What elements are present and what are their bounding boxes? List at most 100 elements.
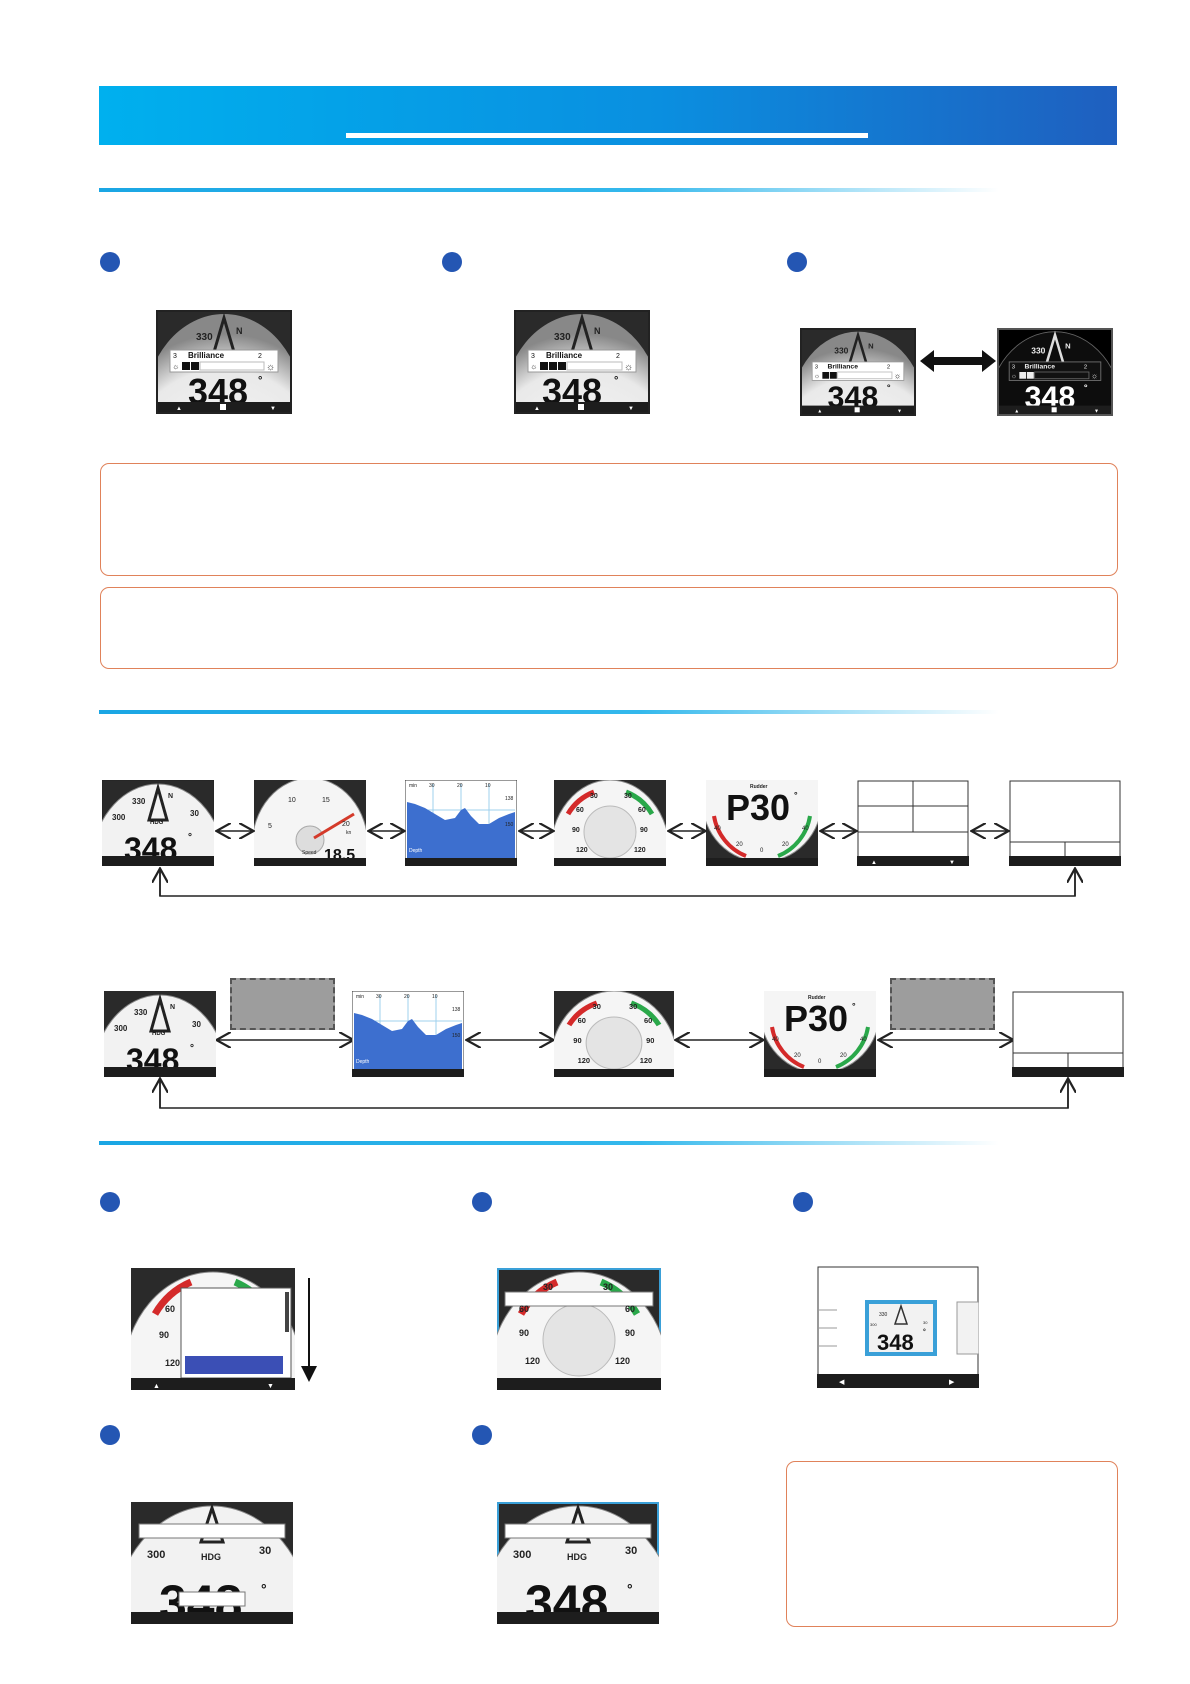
- wind-tick: 30: [629, 1002, 637, 1011]
- brilliance-icon[interactable]: [854, 407, 860, 413]
- heading-readout: 348: [877, 1330, 914, 1355]
- compass-label-330: 330: [834, 346, 848, 356]
- wind-tick: 90: [640, 827, 648, 834]
- wind-gauge-screen: 30 30 60 60 90 90 120 120: [549, 990, 679, 1140]
- triangle-left-icon[interactable]: ◀: [839, 1379, 845, 1386]
- compass-label-300: 300: [112, 813, 126, 822]
- wind-tick: 90: [159, 1330, 169, 1340]
- compass-label-330: 330: [134, 1008, 148, 1017]
- degree-symbol: °: [614, 375, 618, 387]
- page-wind-2[interactable]: 30 30 60 60 90 90 120 120: [549, 990, 679, 1140]
- degree-symbol: °: [258, 375, 262, 387]
- rudder-title: Rudder: [750, 784, 768, 790]
- dialog-button[interactable]: [178, 1591, 246, 1607]
- triangle-down-icon[interactable]: ▼: [949, 860, 955, 866]
- compass-label-30: 30: [259, 1545, 271, 1557]
- rudder-tick: 20: [736, 842, 743, 848]
- sun-small-icon: ☼: [530, 362, 537, 371]
- speed-tick: 10: [288, 797, 296, 804]
- compass-label-30: 30: [923, 1320, 928, 1325]
- triangle-down-icon[interactable]: ▼: [270, 406, 276, 412]
- triangle-down-icon[interactable]: ▼: [628, 406, 634, 412]
- page-selector-screen: 330 300 30 348 ° ◀ ▶: [817, 1266, 980, 1388]
- note-box-2: [100, 587, 1118, 669]
- rudder-tick: 40: [772, 1037, 779, 1043]
- wind-menu-screen: 60 90 120 ▲ ▼: [122, 1268, 304, 1485]
- depth-tick: min: [356, 994, 364, 1000]
- brilliance-icon[interactable]: [220, 404, 226, 410]
- wind-tick: 120: [525, 1356, 540, 1366]
- scroll-down-arrow-icon: [301, 1278, 317, 1382]
- section-rule-pages: [99, 710, 999, 714]
- compass-hdg-screen: 330 N 300 30 HDG 348 °: [91, 991, 229, 1168]
- wind-tick: 60: [578, 1016, 586, 1025]
- brilliance-left-value: 3: [815, 365, 819, 371]
- degree-symbol: °: [852, 1001, 856, 1011]
- triangle-right-icon[interactable]: ▶: [949, 1379, 955, 1386]
- brilliance-icon[interactable]: [1051, 407, 1057, 413]
- brilliance-right-value: 2: [258, 353, 262, 360]
- rudder-readout: P30: [784, 998, 848, 1039]
- note-box-1: [100, 463, 1118, 576]
- brilliance-label: Brilliance: [1024, 364, 1055, 371]
- page-multi-data[interactable]: ▲ ▼: [857, 780, 969, 866]
- brilliance-screen-1: 330 N 3 Brilliance 2 ☼ ☼ 348 ° ▲ ▼: [156, 310, 292, 414]
- depth-tick: 30: [376, 994, 382, 1000]
- brilliance-icon[interactable]: [578, 404, 584, 410]
- triangle-up-icon[interactable]: ▲: [871, 860, 877, 866]
- skipped-page-placeholder-1: [230, 978, 335, 1030]
- compass-label-30: 30: [190, 809, 199, 818]
- triangle-down-icon[interactable]: ▼: [267, 1383, 274, 1390]
- step-marker-2: [472, 1192, 492, 1212]
- compass-label-330: 330: [196, 332, 213, 343]
- brilliance-right-value: 2: [887, 365, 890, 371]
- section-rule-setup: [99, 1141, 999, 1145]
- wind-tick: 60: [576, 807, 584, 814]
- menu-highlighted-item[interactable]: [185, 1356, 283, 1374]
- brilliance-label: Brilliance: [188, 351, 225, 360]
- depth-right-label: 150: [505, 822, 514, 828]
- menu-scrollbar[interactable]: [285, 1292, 289, 1332]
- compass-label-330: 330: [879, 1312, 888, 1318]
- step-marker-2: [442, 252, 462, 272]
- step-marker-5: [472, 1425, 492, 1445]
- wind-tick: 90: [573, 1036, 581, 1045]
- page-rudder-2[interactable]: Rudder P30 ° 40 20 0 20 40: [759, 948, 881, 1077]
- wind-tick: 30: [624, 793, 632, 800]
- hdg-label: HDG: [201, 1552, 221, 1562]
- compass-label-330: 330: [132, 797, 146, 806]
- triangle-up-icon[interactable]: ▲: [1014, 408, 1019, 414]
- rudder-readout: P30: [726, 787, 790, 828]
- page-depth-2[interactable]: min 30 20 10 138 150 Depth: [351, 990, 465, 1078]
- sun-large-icon: ☼: [1091, 371, 1099, 381]
- wind-tick: 60: [519, 1304, 529, 1314]
- triangle-up-icon[interactable]: ▲: [534, 406, 540, 412]
- page-depth[interactable]: min 30 20 10 138 150 Depth: [404, 779, 518, 867]
- degree-symbol: °: [794, 790, 798, 800]
- depth-label: Depth: [409, 848, 423, 854]
- rudder-tick: 20: [840, 1053, 847, 1059]
- degree-symbol: °: [923, 1328, 926, 1336]
- triangle-down-icon[interactable]: ▼: [1094, 408, 1099, 414]
- compass-label-30: 30: [625, 1545, 637, 1557]
- compass-label-300: 300: [147, 1549, 165, 1561]
- dialog-title-bar[interactable]: [138, 1523, 286, 1539]
- note-box-3: [786, 1461, 1118, 1627]
- speed-tick: 15: [322, 797, 330, 804]
- heading-selected-screen: 300 30 HDG 348 °: [477, 1502, 679, 1684]
- brilliance-screen-night: 330 N 3 Brilliance 2 ☼ ☼ 348 ° ▲ ▼: [997, 328, 1113, 416]
- triangle-up-icon[interactable]: ▲: [153, 1383, 160, 1390]
- selection-bar[interactable]: [504, 1291, 654, 1307]
- setup-screen-heading-selected: 300 30 HDG 348 °: [477, 1502, 679, 1684]
- brilliance-label: Brilliance: [827, 364, 858, 371]
- page-heading-2[interactable]: 330 N 300 30 HDG 348 °: [91, 991, 229, 1168]
- page-custom[interactable]: [1009, 780, 1121, 866]
- triangle-up-icon[interactable]: ▲: [176, 406, 182, 412]
- rudder-tick: 20: [794, 1053, 801, 1059]
- page-custom-2[interactable]: [1012, 991, 1124, 1077]
- selection-bar[interactable]: [504, 1523, 652, 1539]
- triangle-up-icon[interactable]: ▲: [817, 408, 822, 414]
- triangle-down-icon[interactable]: ▼: [897, 408, 902, 414]
- depth-right-label: 138: [505, 796, 514, 802]
